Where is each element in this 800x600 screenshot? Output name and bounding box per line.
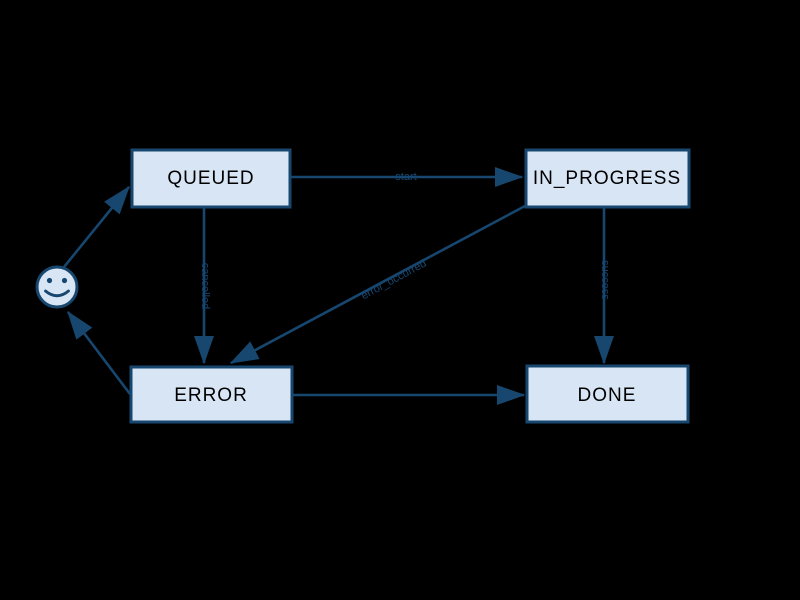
edge-label-start: start	[395, 171, 416, 183]
error-box	[129, 365, 294, 424]
start-node	[35, 265, 79, 309]
in-progress-box	[524, 148, 691, 209]
queued-box	[130, 148, 292, 209]
in-progress-label: IN_PROGRESS	[533, 168, 681, 189]
state-node-queued: QUEUED	[130, 148, 292, 209]
edge-error-to-start	[66, 310, 132, 395]
smiley-face-icon	[35, 265, 79, 309]
edge-label-success: success	[599, 260, 611, 300]
smiley-right-eye	[61, 277, 68, 284]
state-node-in-progress: IN_PROGRESS	[524, 148, 691, 209]
edge-inprogress-to-error	[229, 204, 526, 365]
state-node-error: ERROR	[129, 365, 294, 424]
state-node-done: DONE	[525, 364, 690, 424]
done-box	[525, 364, 690, 424]
edge-label-cancelled: cancelled	[199, 263, 211, 309]
smiley-mouth	[44, 289, 70, 298]
smiley-left-eye	[46, 277, 53, 284]
done-label: DONE	[578, 385, 637, 406]
queued-label: QUEUED	[167, 168, 254, 189]
edges	[62, 166, 615, 406]
edge-label-error-occurred: error_occurred	[359, 258, 428, 303]
nodes: QUEUED IN_PROGRESS ERROR DONE	[35, 148, 691, 424]
edge-start-to-queued	[62, 185, 131, 268]
error-label: ERROR	[174, 385, 248, 406]
